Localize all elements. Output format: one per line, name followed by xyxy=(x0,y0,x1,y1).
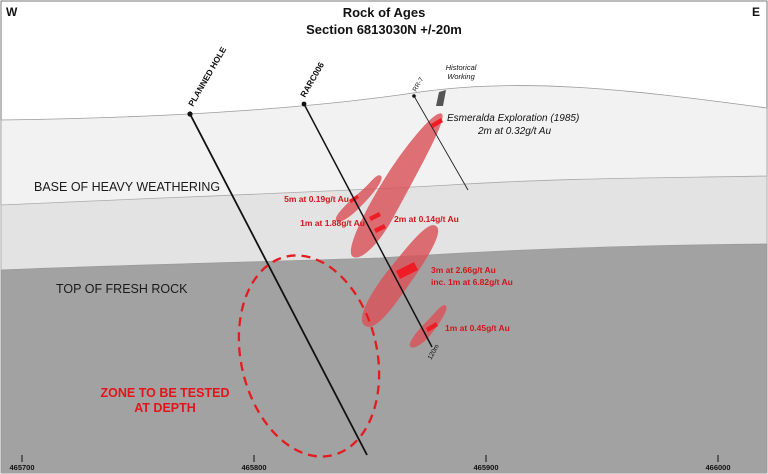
easting-label: 465700 xyxy=(9,463,34,472)
historical-label-line2: Working xyxy=(447,72,475,81)
ore-lens-small-1 xyxy=(335,175,382,222)
intercept-5 xyxy=(426,322,438,332)
ore-lens-upper xyxy=(350,113,443,258)
esmeralda-label: Esmeralda Exploration (1985) xyxy=(447,113,579,124)
historical-working xyxy=(436,90,446,106)
rarc006-trace xyxy=(303,103,433,348)
fresh-rock-layer xyxy=(0,243,768,474)
intercept-4-label: 3m at 2.66g/t Au xyxy=(431,265,496,275)
rarc006-collar xyxy=(301,101,307,107)
easting-label: 466000 xyxy=(705,463,730,472)
west-label: W xyxy=(6,5,18,19)
planned-hole-collar xyxy=(187,111,193,117)
intercept-2-label: 1m at 1.88g/t Au xyxy=(300,218,365,228)
target-zone-outline xyxy=(237,254,381,458)
intercept-3-label: 2m at 0.14g/t Au xyxy=(394,214,459,224)
intercept-4 xyxy=(396,262,418,279)
fresh-rock-label: TOP OF FRESH ROCK xyxy=(56,282,188,296)
easting-label: 465800 xyxy=(241,463,266,472)
rr7-trace xyxy=(413,95,469,191)
target-zone-sub-label: AT DEPTH xyxy=(134,401,196,415)
ore-lens-small-2 xyxy=(409,305,447,348)
target-zone-label: ZONE TO BE TESTED xyxy=(101,386,230,400)
intercept-2 xyxy=(369,212,381,221)
rr7-collar xyxy=(412,94,416,98)
historical-label-line1: Historical xyxy=(446,63,477,72)
east-label: E xyxy=(752,5,760,19)
intercept-3 xyxy=(374,224,386,233)
intercept-esmeralda xyxy=(431,118,443,128)
section-title: Rock of Ages xyxy=(343,5,426,20)
intercept-5-label: 1m at 0.45g/t Au xyxy=(445,323,510,333)
intercept-4-sub-label: inc. 1m at 6.82g/t Au xyxy=(431,277,513,287)
planned-hole-trace xyxy=(189,113,368,456)
esmeralda-intercept-label: 2m at 0.32g/t Au xyxy=(477,126,551,137)
section-subtitle: Section 6813030N +/-20m xyxy=(306,22,462,37)
weathering-label: BASE OF HEAVY WEATHERING xyxy=(34,180,220,194)
intercept-1-label: 5m at 0.19g/t Au xyxy=(284,194,349,204)
easting-ticks xyxy=(21,455,719,462)
easting-label: 465900 xyxy=(473,463,498,472)
